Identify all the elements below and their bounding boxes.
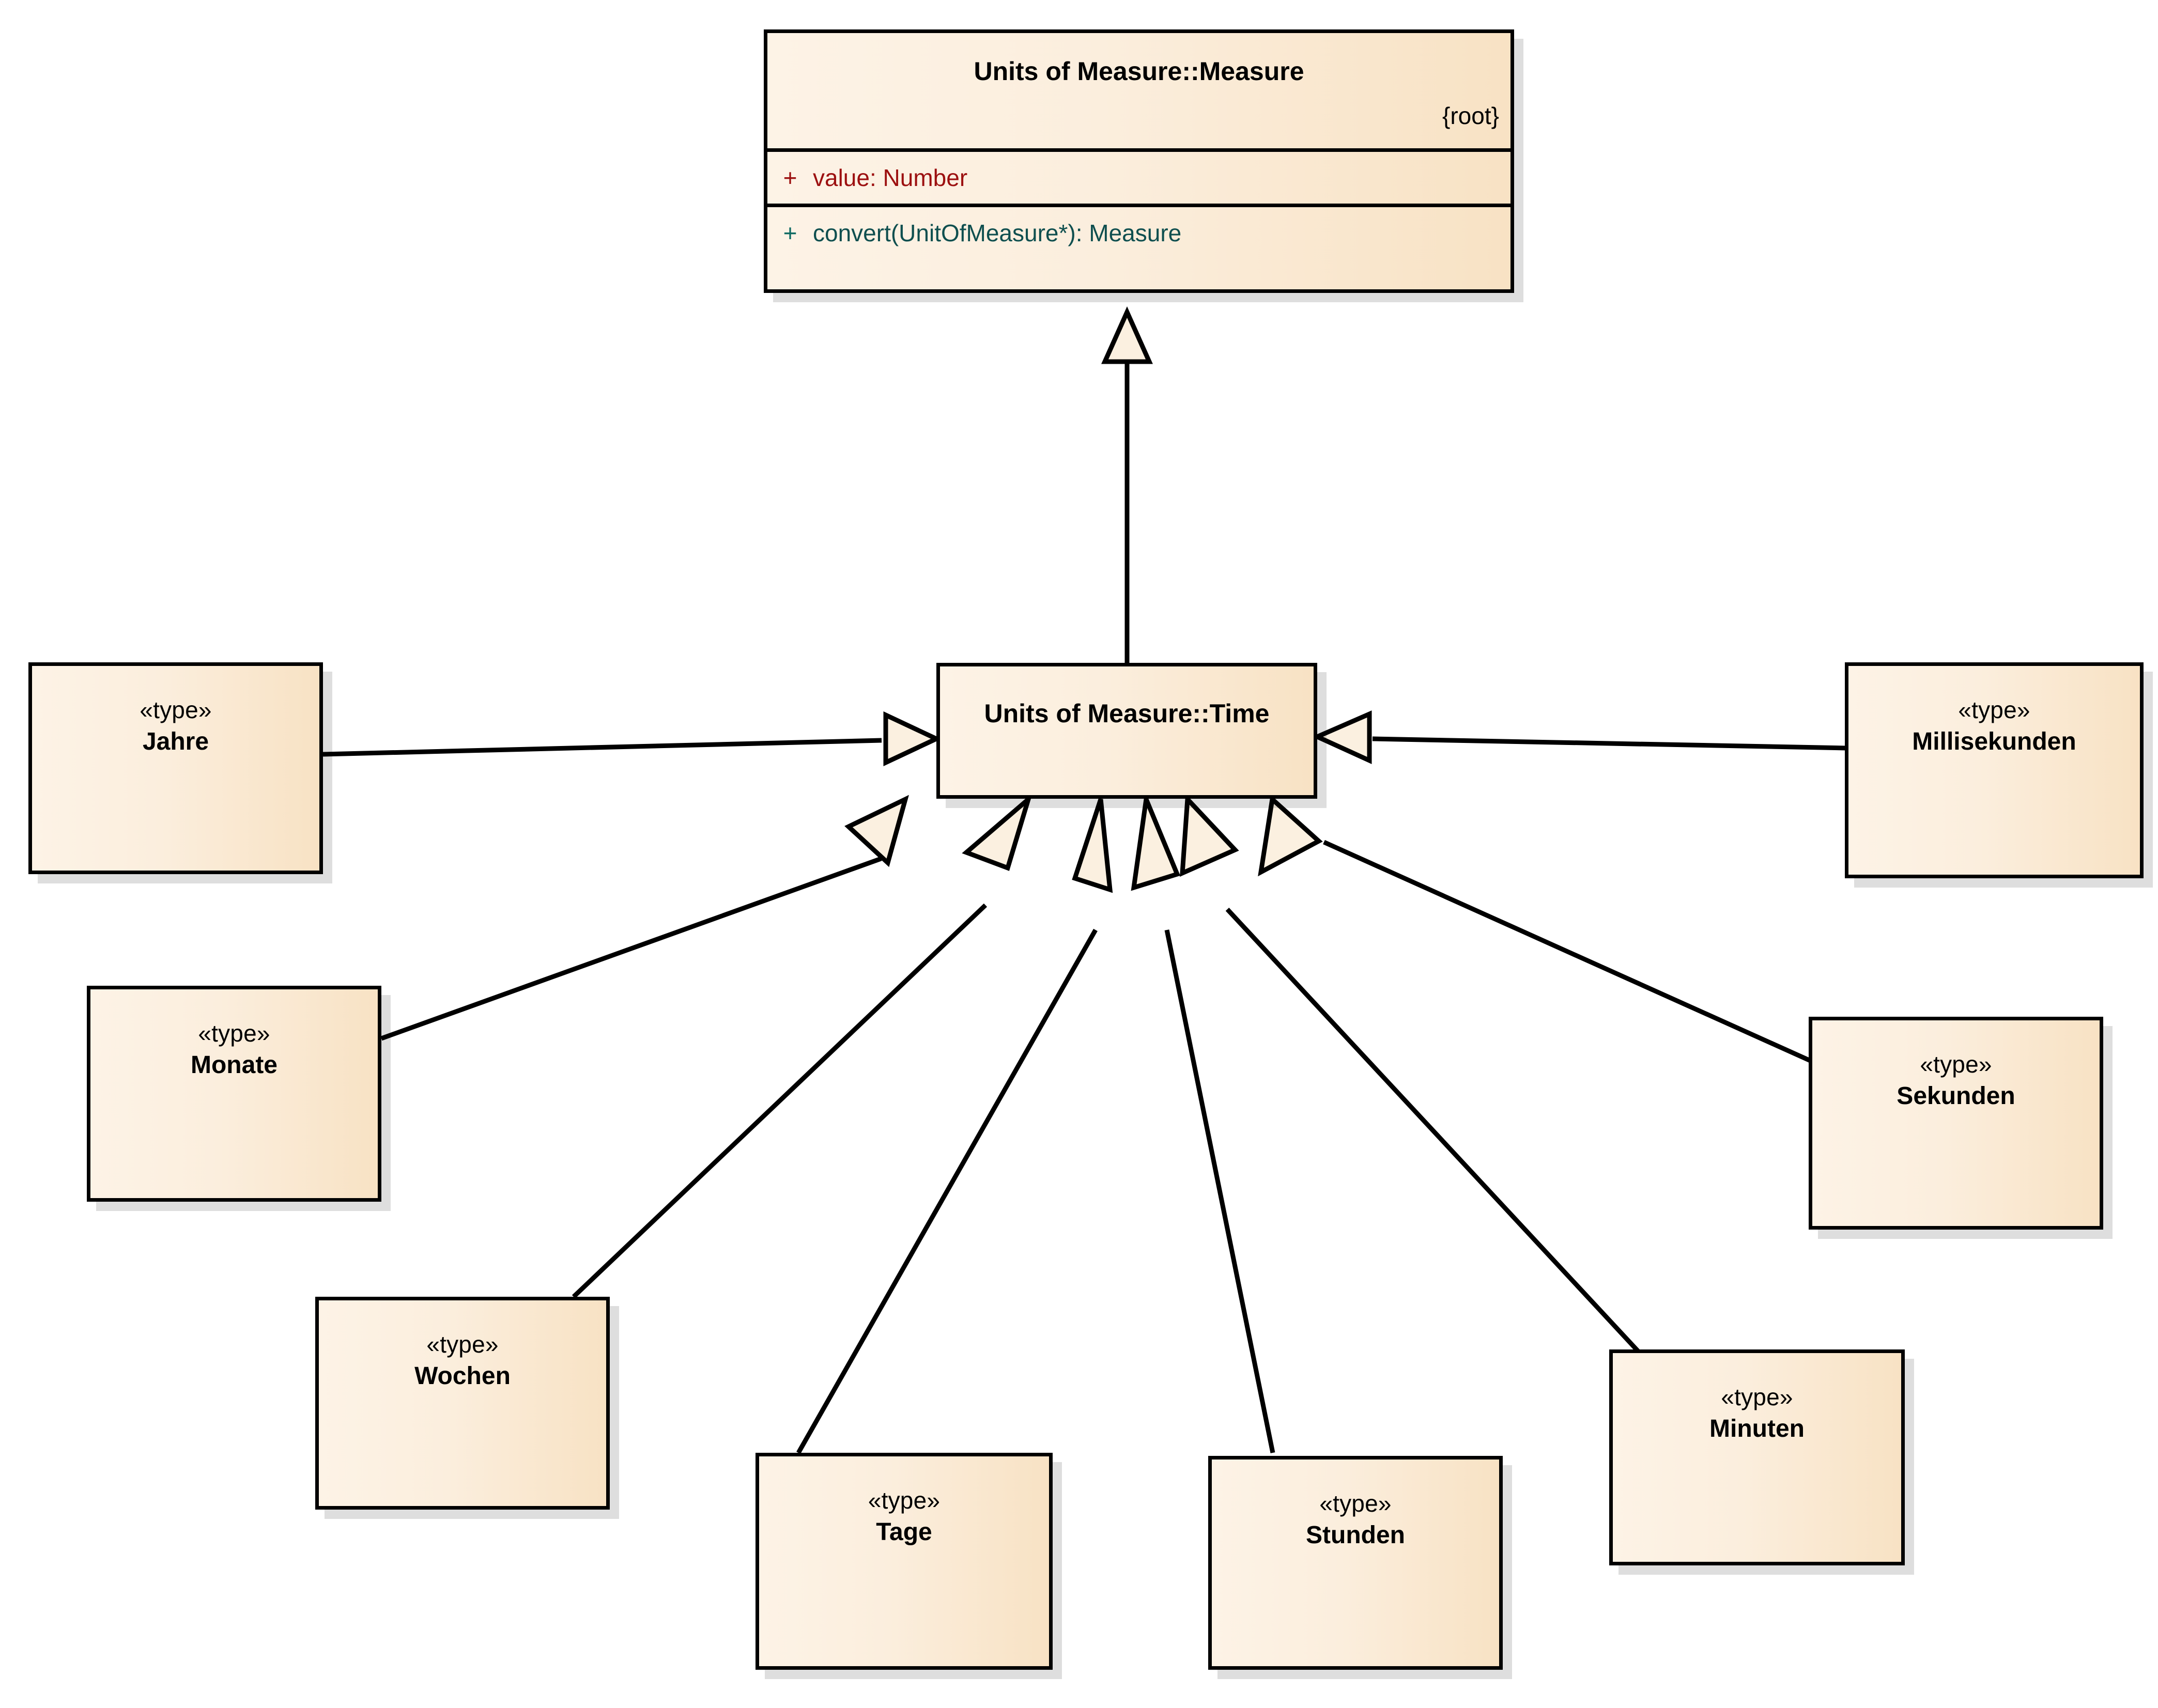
generalization-time-to-measure[interactable] [1101, 306, 1153, 663]
measure-operation-compartment: + convert(UnitOfMeasure*): Measure [767, 207, 1510, 259]
jahre-stereotype: «type» [140, 696, 212, 723]
type-box-stunden[interactable]: «type» Stunden [1208, 1456, 1503, 1670]
type-box-jahre[interactable]: «type» Jahre [28, 662, 323, 874]
measure-operation-convert: convert(UnitOfMeasure*): Measure [813, 220, 1182, 246]
wochen-stereotype: «type» [426, 1331, 499, 1358]
minuten-name: Minuten [1709, 1415, 1805, 1443]
generalization-monate-to-time[interactable] [380, 795, 909, 1041]
sekunden-name: Sekunden [1897, 1082, 2015, 1110]
type-box-millisekunden[interactable]: «type» Millisekunden [1845, 662, 2144, 878]
jahre-name: Jahre [142, 728, 209, 756]
class-box-time[interactable]: Units of Measure::Time [936, 663, 1317, 799]
tage-name: Tage [876, 1518, 932, 1546]
millisekunden-name: Millisekunden [1912, 728, 2076, 756]
stunden-name: Stunden [1306, 1521, 1405, 1549]
monate-stereotype: «type» [198, 1020, 270, 1047]
sekunden-stereotype: «type» [1920, 1051, 1992, 1078]
minuten-stereotype: «type» [1721, 1384, 1793, 1410]
generalization-wochen-to-time[interactable] [572, 792, 1033, 1299]
wochen-name: Wochen [414, 1362, 511, 1390]
generalization-millisekunden-to-time[interactable] [1311, 710, 1847, 764]
measure-attribute-compartment: + value: Number [767, 152, 1510, 204]
generalization-jahre-to-time[interactable] [322, 711, 942, 767]
measure-divider-operations [767, 204, 1510, 207]
generalization-sekunden-to-time[interactable] [1258, 795, 1826, 1070]
measure-header: Units of Measure::Measure {root} [767, 33, 1510, 148]
class-box-measure[interactable]: Units of Measure::Measure {root} + value… [764, 29, 1514, 293]
stunden-stereotype: «type» [1319, 1490, 1392, 1517]
type-box-monate[interactable]: «type» Monate [87, 986, 381, 1202]
tage-stereotype: «type» [868, 1487, 941, 1514]
type-box-sekunden[interactable]: «type» Sekunden [1809, 1017, 2103, 1230]
monate-name: Monate [191, 1051, 278, 1079]
type-box-wochen[interactable]: «type» Wochen [315, 1297, 610, 1510]
measure-class-title: Units of Measure::Measure [974, 57, 1304, 86]
type-box-minuten[interactable]: «type» Minuten [1609, 1349, 1905, 1565]
measure-attribute-visibility: + [783, 164, 797, 191]
type-box-tage[interactable]: «type» Tage [756, 1453, 1053, 1670]
measure-root-constraint: {root} [1442, 102, 1499, 129]
measure-operation-visibility: + [783, 220, 797, 246]
generalization-stunden-to-time[interactable] [1131, 790, 1275, 1453]
generalization-minuten-to-time[interactable] [1179, 794, 1644, 1358]
millisekunden-stereotype: «type» [1958, 696, 2030, 723]
time-class-title: Units of Measure::Time [984, 699, 1270, 728]
generalization-tage-to-time[interactable] [796, 798, 1113, 1454]
measure-divider-attributes [767, 148, 1510, 152]
measure-attribute-value: value: Number [813, 164, 968, 191]
